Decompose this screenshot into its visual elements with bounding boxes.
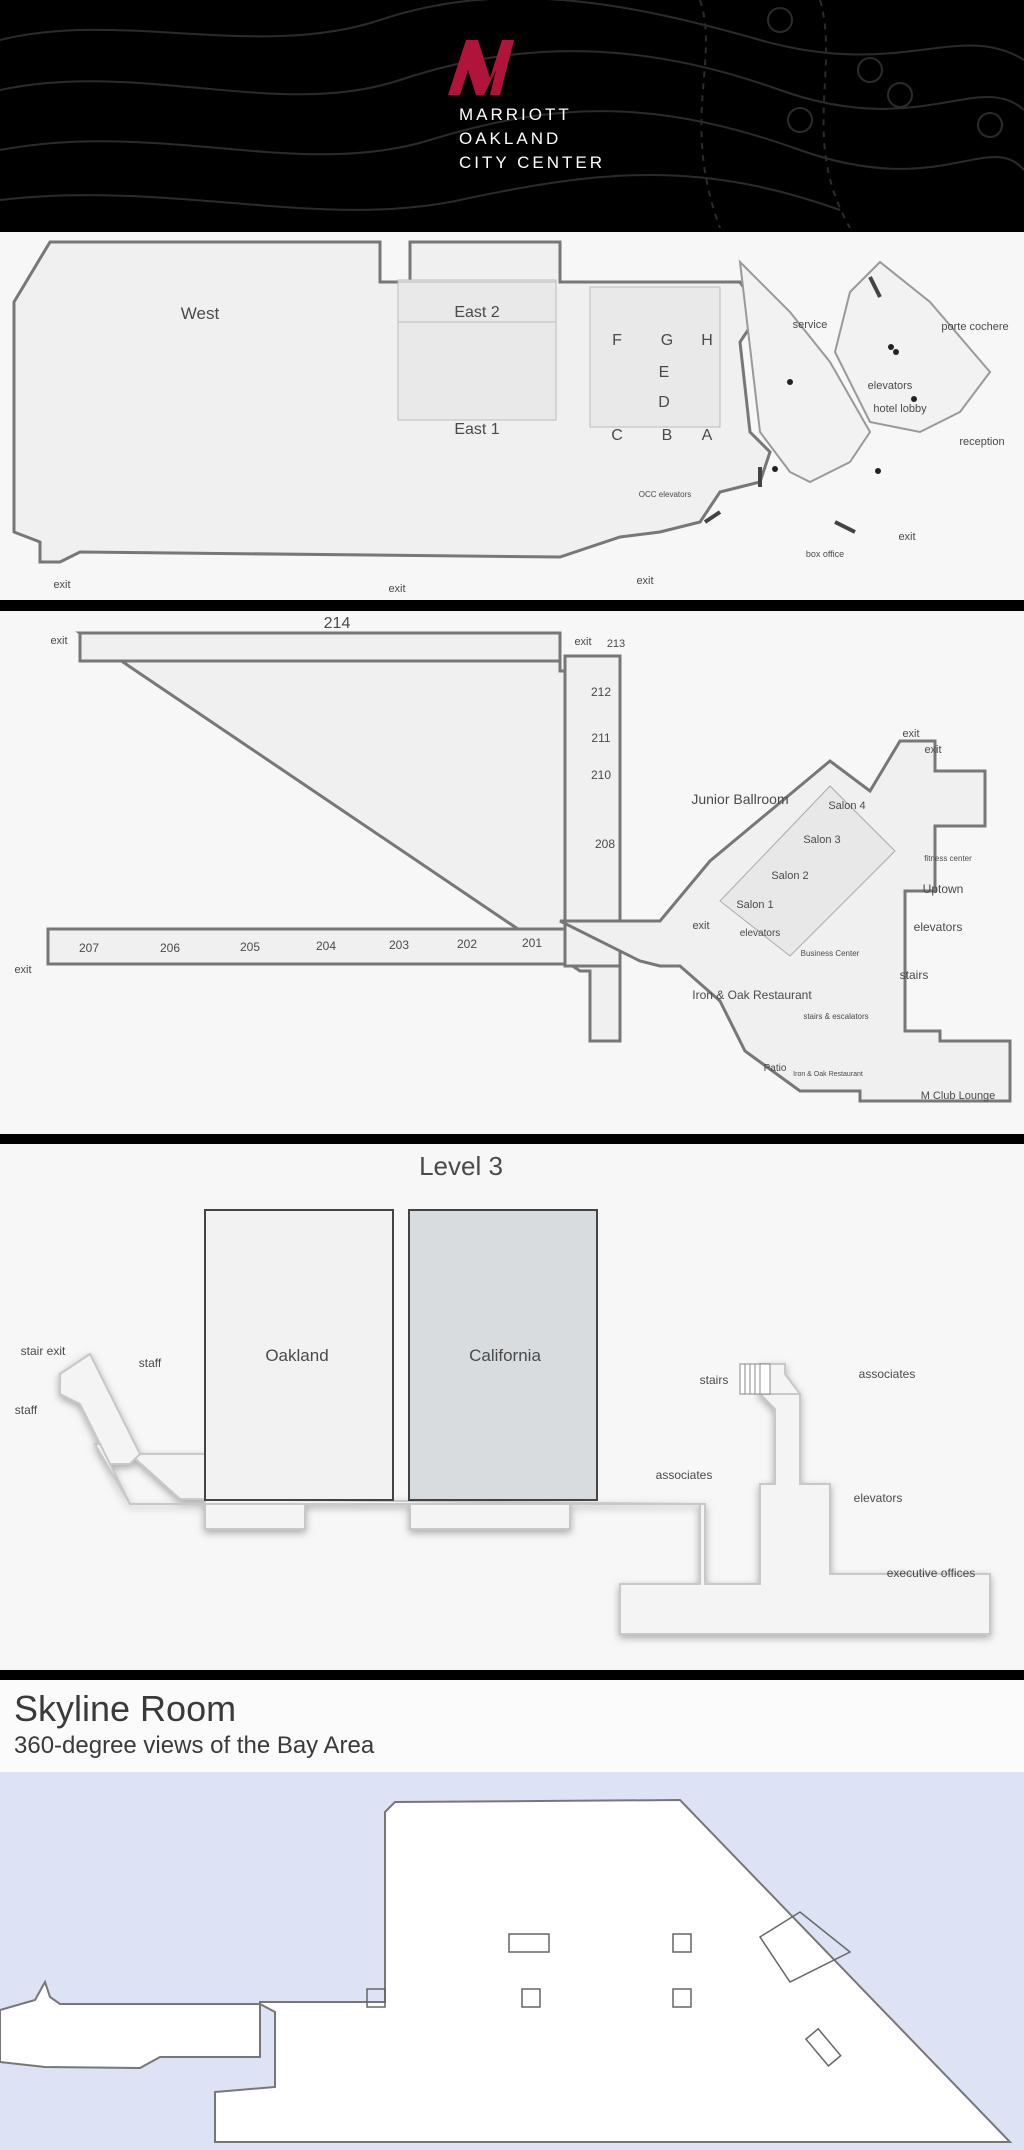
label-exit-2d: exit bbox=[924, 744, 941, 756]
label-stairs-3: stairs bbox=[700, 1373, 729, 1387]
room-california: California bbox=[469, 1346, 541, 1365]
room-uptown: Uptown bbox=[923, 882, 964, 896]
room-stairs-escalators: stairs & escalators bbox=[803, 1012, 868, 1021]
label-exit-1: exit bbox=[898, 531, 915, 543]
room-d: D bbox=[658, 394, 670, 411]
room-208: 208 bbox=[595, 837, 615, 851]
level-title: Level 3 bbox=[419, 1151, 503, 1181]
room-202: 202 bbox=[457, 937, 477, 951]
room-203: 203 bbox=[389, 938, 409, 952]
label-exit-2: exit bbox=[53, 579, 70, 591]
room-g: G bbox=[661, 332, 673, 349]
label-staff-1: staff bbox=[139, 1356, 162, 1370]
room-oakland: Oakland bbox=[265, 1346, 328, 1365]
room-211: 211 bbox=[591, 731, 610, 745]
room-california-shape bbox=[408, 1209, 598, 1501]
label-exit-2b: exit bbox=[574, 636, 591, 648]
label-elevators-2a: elevators bbox=[740, 928, 781, 939]
skyline-subtitle: 360-degree views of the Bay Area bbox=[14, 1732, 375, 1759]
label-executive-offices: executive offices bbox=[887, 1566, 976, 1580]
label-exit-2a: exit bbox=[50, 635, 67, 647]
room-iron-oak-restaurant: Iron & Oak Restaurant bbox=[692, 988, 812, 1002]
label-occ-elevators: OCC elevators bbox=[639, 490, 691, 499]
label-reception: reception bbox=[959, 436, 1004, 448]
room-h: H bbox=[701, 332, 713, 349]
marriott-logo bbox=[448, 40, 514, 95]
label-porte-cochere: porte cochere bbox=[941, 321, 1008, 333]
brand-line1: MARRIOTT bbox=[459, 105, 572, 124]
room-207: 207 bbox=[79, 941, 99, 955]
room-e: E bbox=[659, 364, 670, 381]
brand-line2: OAKLAND bbox=[459, 129, 561, 148]
level2-north-wing bbox=[75, 631, 622, 1043]
room-212: 212 bbox=[591, 685, 611, 699]
room-salon-1: Salon 1 bbox=[736, 899, 773, 911]
label-service: service bbox=[793, 319, 828, 331]
room-oakland-shape bbox=[204, 1209, 394, 1501]
label-stair-exit: stair exit bbox=[21, 1344, 66, 1358]
room-214: 214 bbox=[324, 615, 351, 632]
label-exit-4: exit bbox=[636, 575, 653, 587]
label-exit-2c: exit bbox=[902, 728, 919, 740]
room-business-center: Business Center bbox=[801, 949, 860, 958]
room-salon-4: Salon 4 bbox=[828, 800, 865, 812]
room-205: 205 bbox=[240, 940, 260, 954]
label-staff-2: staff bbox=[15, 1403, 38, 1417]
header-banner: MARRIOTT OAKLAND CITY CENTER bbox=[0, 0, 1024, 228]
room-206: 206 bbox=[160, 941, 180, 955]
room-201: 201 bbox=[522, 936, 542, 950]
room-junior-ballroom: Junior Ballroom bbox=[691, 791, 788, 807]
room-east1: East 1 bbox=[454, 421, 499, 438]
room-patio: Patio bbox=[764, 1063, 787, 1074]
label-exit-3: exit bbox=[388, 583, 405, 595]
floor-plan-level-3: Level 3 Oakland California stair exit st… bbox=[0, 1144, 1024, 1670]
room-salon-3: Salon 3 bbox=[803, 834, 840, 846]
room-a: A bbox=[702, 427, 713, 444]
skyline-header: Skyline Room 360-degree views of the Bay… bbox=[0, 1680, 1024, 1772]
room-m-club-lounge: M Club Lounge bbox=[921, 1090, 996, 1102]
skyline-title: Skyline Room bbox=[14, 1688, 237, 1729]
room-salon-2: Salon 2 bbox=[771, 870, 808, 882]
room-west: West bbox=[181, 304, 220, 323]
label-associates-1: associates bbox=[859, 1367, 916, 1381]
label-elevators-2b: elevators bbox=[914, 920, 963, 934]
room-213: 213 bbox=[607, 638, 625, 650]
label-box-office: box office bbox=[806, 549, 844, 559]
floor-plan-level-1: West East 1 East 2 F G H E D C B A servi… bbox=[0, 232, 1024, 600]
topographic-background: MARRIOTT OAKLAND CITY CENTER bbox=[0, 0, 1024, 228]
floor-plan-level-2: 214 213 212 211 210 208 207 206 205 204 … bbox=[0, 611, 1024, 1134]
label-hotel-lobby: hotel lobby bbox=[873, 403, 927, 415]
room-f: F bbox=[612, 332, 622, 349]
label-exit-2e: exit bbox=[14, 964, 31, 976]
label-elevators: elevators bbox=[868, 380, 913, 392]
room-c: C bbox=[611, 427, 623, 444]
room-fitness-center: fitness center bbox=[924, 854, 972, 863]
room-204: 204 bbox=[316, 939, 336, 953]
label-exit-2f: exit bbox=[692, 920, 709, 932]
label-elevators-3: elevators bbox=[854, 1491, 903, 1505]
label-associates-2: associates bbox=[656, 1468, 713, 1482]
brand-line3: CITY CENTER bbox=[459, 153, 605, 172]
room-210: 210 bbox=[591, 768, 611, 782]
room-b: B bbox=[662, 427, 673, 444]
skyline-room-plan bbox=[0, 1772, 1024, 2150]
room-iron-oak-small: Iron & Oak Restaurant bbox=[793, 1071, 863, 1078]
room-east2: East 2 bbox=[454, 304, 499, 321]
skyline-outline bbox=[0, 1798, 1013, 2143]
label-stairs-2: stairs bbox=[900, 968, 929, 982]
